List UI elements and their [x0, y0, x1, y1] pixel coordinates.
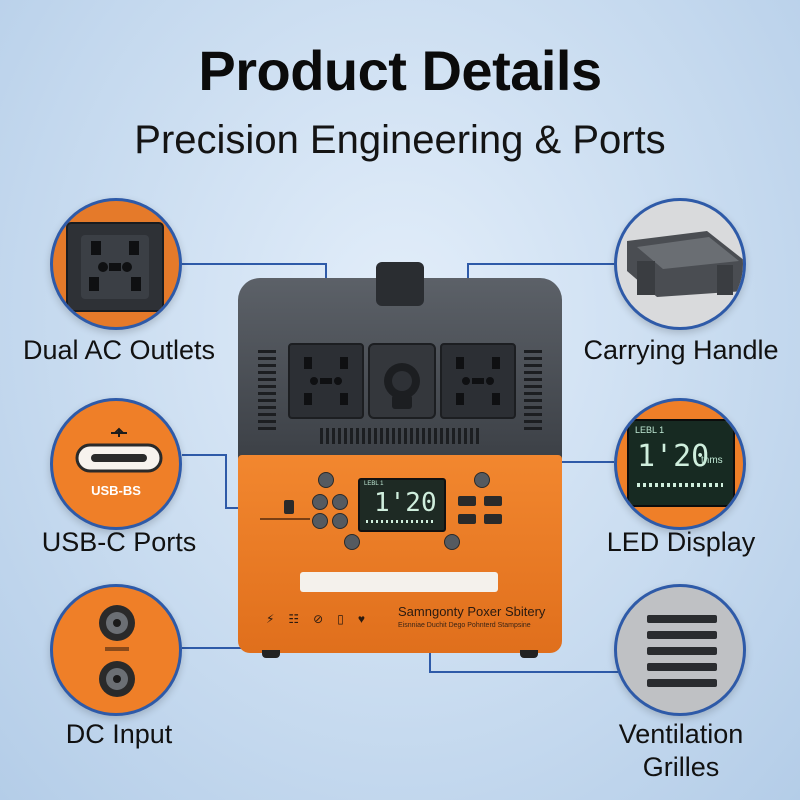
page-subtitle: Precision Engineering & Ports	[134, 118, 666, 162]
usb-callout-label: USB-BS	[91, 483, 141, 498]
side-vent-left	[258, 350, 276, 430]
port-marking	[260, 518, 310, 520]
side-vent-right	[524, 350, 542, 430]
car-socket	[368, 343, 436, 419]
power-button-1[interactable]	[318, 472, 334, 488]
usb-a-port-2	[484, 496, 502, 506]
label-dc-input: DC Input	[65, 719, 173, 749]
lcd-small-text: LEBL 1	[364, 481, 384, 487]
usbc-port-1	[284, 500, 294, 514]
power-button-6[interactable]	[344, 534, 360, 550]
label-ventilation-grilles: Ventilation Grilles	[576, 718, 786, 784]
front-vent	[320, 428, 480, 444]
usb-a-port-3	[458, 514, 476, 524]
usb-icon	[75, 427, 163, 473]
panel-icon-row: ⚡☷⊘▯♥	[266, 612, 379, 626]
led-callout-reading: 1'20	[637, 439, 710, 474]
label-carrying-handle: Carrying Handle	[583, 335, 779, 365]
power-button-5[interactable]	[332, 513, 348, 529]
label-led-display: LED Display	[606, 527, 756, 557]
device-foot-right	[520, 650, 538, 658]
ventilation-closeup	[614, 584, 746, 716]
led-callout-small: LEBL 1	[635, 425, 665, 435]
ac-outlet-left	[288, 343, 364, 419]
usb-a-port-1	[458, 496, 476, 506]
label-ventilation-line2: Grilles	[642, 752, 720, 782]
lcd-reading: 1'20	[374, 488, 437, 518]
label-dual-ac-outlets: Dual AC Outlets	[22, 335, 216, 365]
label-ventilation-line1: Ventilation	[618, 719, 744, 749]
power-button-7[interactable]	[444, 534, 460, 550]
page-title: Product Details	[198, 39, 602, 102]
brand-name: Samngonty Poxer Sbitery	[398, 604, 546, 619]
ac-outlet-right	[440, 343, 516, 419]
power-button-3[interactable]	[332, 494, 348, 510]
brand-tagline: Eisnniae Duchit Dego Pohnterd Stampsine	[398, 622, 531, 629]
carrying-handle-closeup	[614, 198, 746, 330]
usbc-port-closeup: USB-BS	[50, 398, 182, 530]
device-handle	[376, 262, 424, 306]
ac-outlet-closeup	[50, 198, 182, 330]
device-foot-left	[262, 650, 280, 658]
power-button-4[interactable]	[312, 513, 328, 529]
power-button-2[interactable]	[312, 494, 328, 510]
led-callout-unit: thms	[701, 455, 723, 466]
usb-a-port-4	[484, 514, 502, 524]
power-button-8[interactable]	[474, 472, 490, 488]
label-strip	[300, 572, 498, 592]
led-display: LEBL 1 1'20	[358, 478, 446, 532]
label-usbc-ports: USB-C Ports	[41, 527, 197, 557]
dc-input-closeup	[50, 584, 182, 716]
led-display-closeup: LEBL 1 1'20 thms	[614, 398, 746, 530]
